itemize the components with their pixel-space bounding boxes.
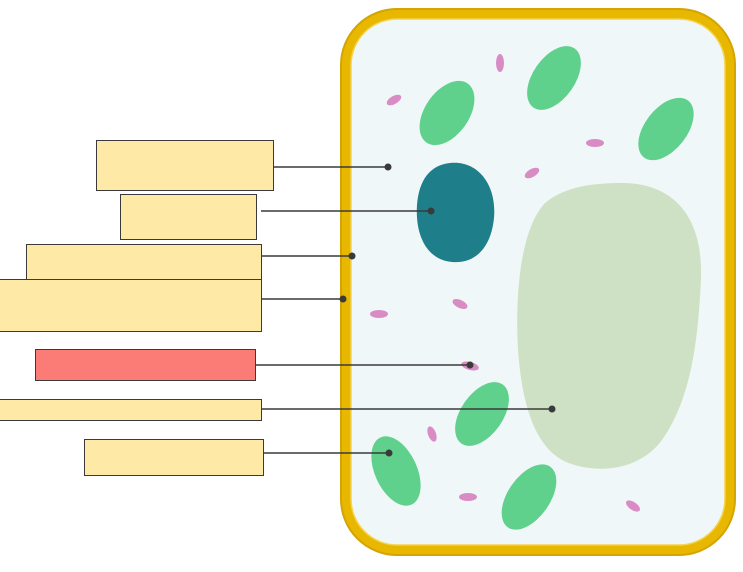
leader-dot-4 — [339, 295, 347, 303]
label-box-4[interactable] — [0, 279, 262, 332]
chloroplast — [455, 382, 509, 446]
small-organelle — [496, 54, 504, 72]
small-organelle — [370, 310, 388, 318]
label-box-3[interactable] — [26, 244, 262, 281]
small-organelle — [452, 299, 468, 309]
chloroplast — [527, 46, 581, 110]
leader-dot-3 — [348, 252, 356, 260]
label-box-5[interactable] — [35, 349, 256, 381]
leader-dot-5 — [466, 361, 474, 369]
leader-dot-2 — [427, 207, 435, 215]
vacuole — [517, 183, 702, 469]
leader-dot-1 — [384, 163, 392, 171]
label-box-1[interactable] — [96, 140, 274, 191]
nucleus — [416, 162, 495, 263]
leader-lines — [256, 163, 556, 457]
small-organelle — [586, 139, 604, 147]
chloroplast — [501, 464, 557, 530]
small-organelle — [427, 426, 437, 442]
label-box-6[interactable] — [0, 399, 262, 421]
leader-dot-7 — [385, 449, 393, 457]
small-organelles — [370, 54, 640, 512]
chloroplast — [419, 80, 475, 146]
small-organelle — [459, 493, 477, 501]
small-organelle — [524, 167, 540, 179]
label-box-2[interactable] — [120, 194, 257, 240]
label-box-7[interactable] — [84, 439, 264, 476]
chloroplast — [638, 97, 694, 161]
leader-dot-6 — [548, 405, 556, 413]
small-organelle — [386, 94, 402, 106]
small-organelle — [626, 500, 640, 512]
